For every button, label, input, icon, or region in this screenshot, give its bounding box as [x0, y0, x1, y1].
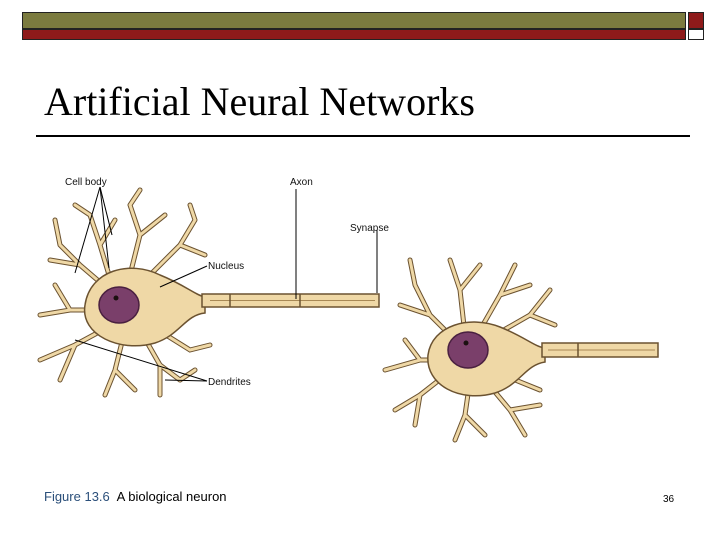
header-corner-box — [688, 29, 704, 40]
slide-title: Artificial Neural Networks — [44, 79, 475, 124]
label-synapse: Synapse — [350, 223, 389, 234]
title-underline — [36, 135, 690, 137]
page-number: 36 — [663, 494, 675, 505]
header-corner-block — [688, 12, 704, 29]
label-cell-body: Cell body — [65, 177, 107, 188]
nucleus-2 — [447, 331, 489, 369]
caption-figure-number: Figure 13.6 — [44, 489, 110, 504]
header-band-olive — [22, 12, 686, 29]
nucleus-1 — [98, 286, 140, 324]
figure-caption: Figure 13.6 A biological neuron — [44, 489, 227, 504]
label-nucleus: Nucleus — [208, 261, 244, 272]
header-band-red — [22, 29, 686, 40]
label-dendrites: Dendrites — [208, 377, 251, 388]
neuron-figure: Cell body Axon Synapse Nucleus Dendrites — [37, 177, 659, 443]
caption-text: A biological neuron — [116, 489, 227, 504]
label-axon: Axon — [290, 177, 313, 188]
